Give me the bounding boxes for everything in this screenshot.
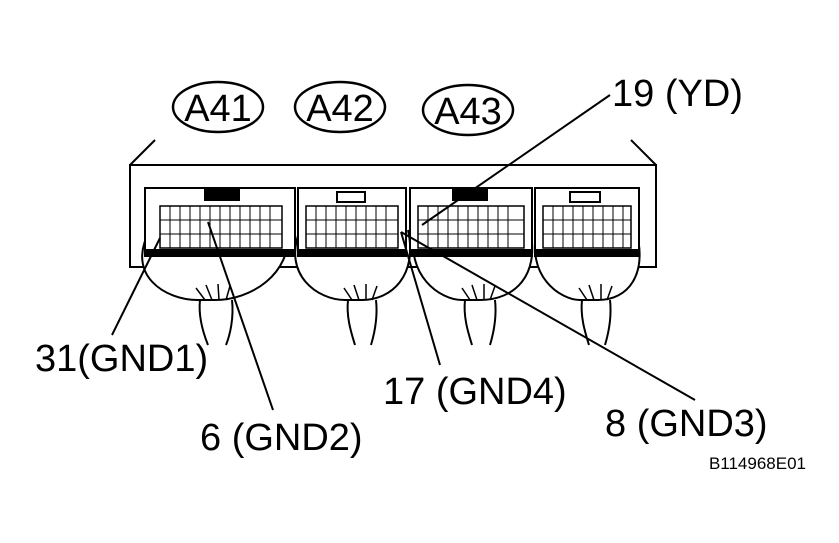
callout-gnd4: 17 (GND4) (383, 371, 567, 413)
label-oval-a41 (171, 80, 265, 134)
figure-code: B114968E01 (709, 454, 806, 473)
connector-label-a42: A42 (293, 80, 387, 134)
leader-line-gnd3 (400, 231, 696, 401)
leader-line-gnd2 (207, 221, 274, 411)
callout-yd: 19 (YD) (612, 73, 743, 115)
connector-heads (144, 187, 640, 257)
label-oval-a42 (293, 80, 387, 134)
leader-line-gnd4 (400, 231, 441, 366)
connector-label-a43: A43 (421, 83, 515, 137)
leader-line-gnd1 (111, 237, 161, 336)
connector-label-a43-text: A43 (434, 91, 502, 133)
connector-head-a41 (144, 187, 296, 257)
leader-line-yd (421, 94, 611, 226)
connector-head-a42 (297, 187, 407, 257)
callout-gnd3: 8 (GND3) (605, 403, 768, 445)
pin-callouts: 19 (YD) 31(GND1) 6 (GND2) 17 (GND4) 8 (G… (35, 73, 768, 459)
connector-label-a41: A41 (171, 80, 265, 134)
leader-lines (111, 94, 696, 411)
connector-labels: A41 A42 A43 (171, 80, 515, 137)
connector-head-a43 (409, 187, 533, 257)
connector-label-a42-text: A42 (306, 88, 374, 130)
label-oval-a43 (421, 83, 515, 137)
connector-label-a41-text: A41 (184, 88, 252, 130)
connector-head-a44 (534, 187, 640, 257)
callout-gnd2: 6 (GND2) (200, 417, 363, 459)
callout-gnd1: 31(GND1) (35, 338, 208, 380)
